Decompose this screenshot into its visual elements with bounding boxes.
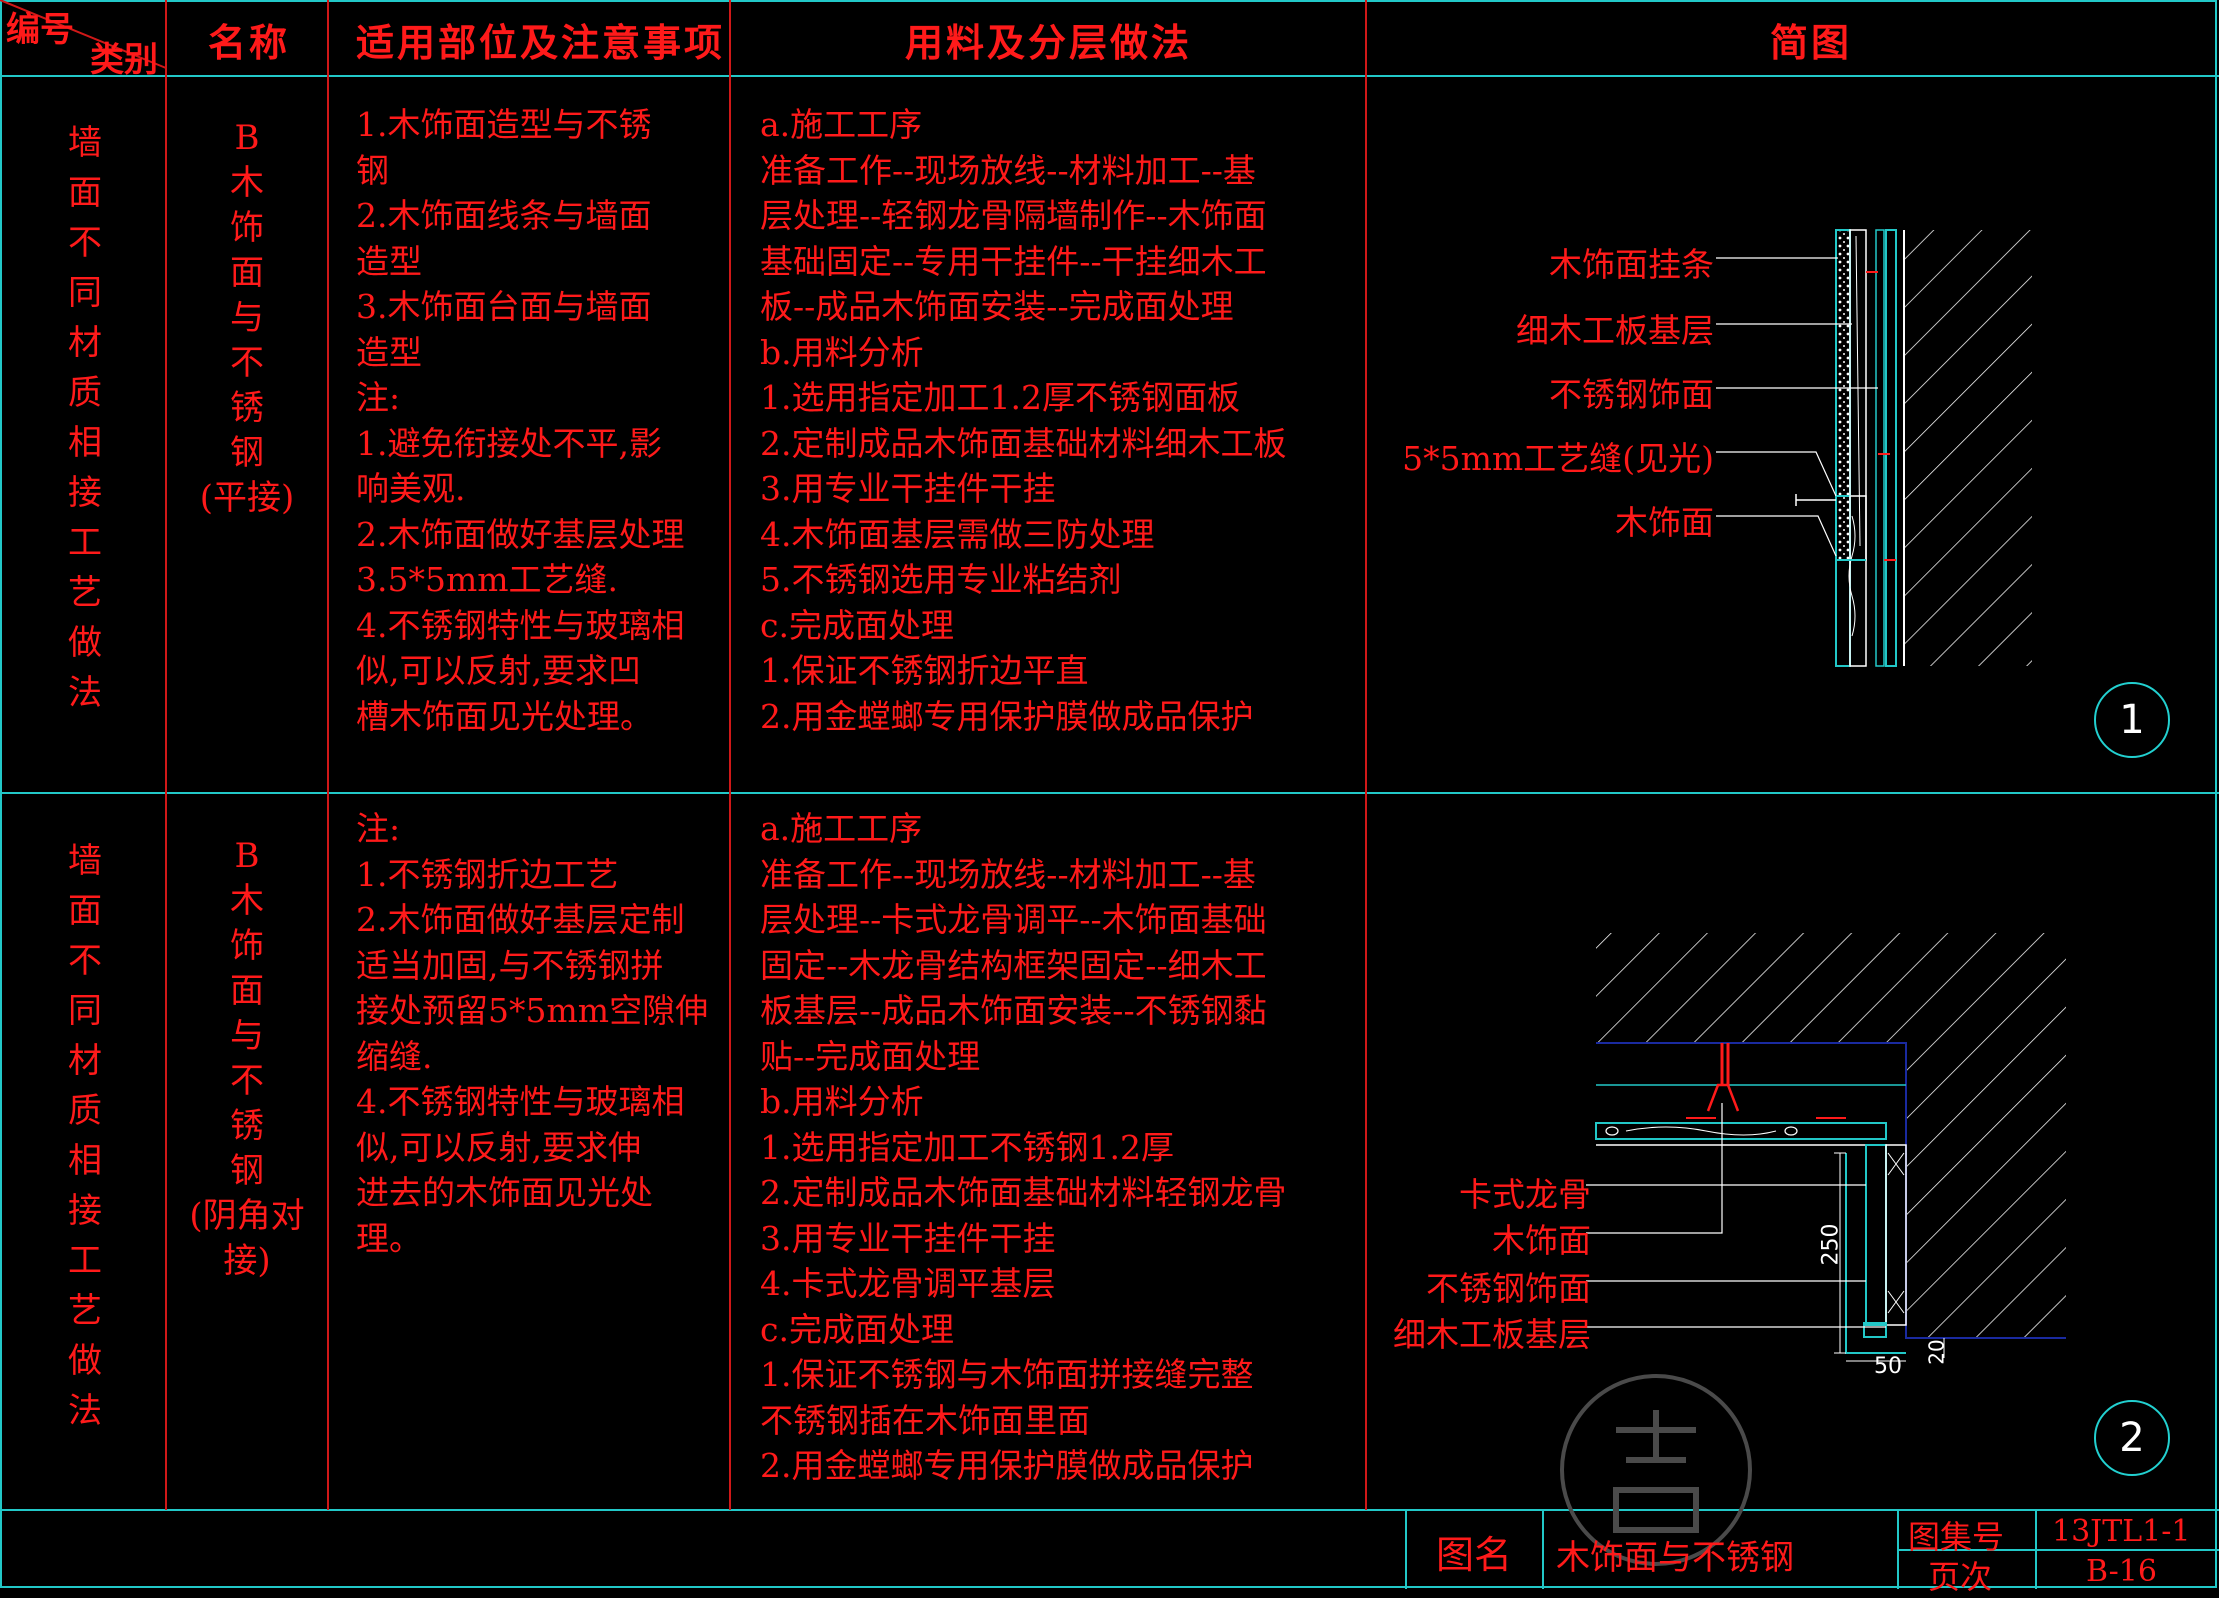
row2-number-badge: 2	[2094, 1400, 2170, 1476]
header-corner-bottom: 类别	[90, 40, 158, 80]
row2-materials: a.施工工序准备工作--现场放线--材料加工--基层处理--卡式龙骨调平--木饰…	[760, 809, 1287, 1485]
title-block-set-label: 图集号	[1908, 1518, 2005, 1556]
row1-callout-5: 木饰面	[1615, 503, 1714, 542]
header-scope: 适用部位及注意事项	[356, 20, 726, 65]
header-corner-top: 编号	[6, 10, 74, 50]
row2-corner-drawing	[1586, 933, 2066, 1362]
row2-dim-50: 50	[1874, 1354, 1902, 1379]
title-block-page-value: B-16	[2086, 1554, 2157, 1589]
row1-callout-1: 木饰面挂条	[1549, 245, 1714, 284]
row1-section-drawing	[1716, 229, 2032, 667]
row1-category: 墙面不同材质相接工艺做法	[68, 123, 102, 713]
row1-callout-2: 细木工板基层	[1516, 311, 1714, 350]
title-block-title: 木饰面与不锈钢	[1556, 1538, 1794, 1578]
title-block-page-label: 页次	[1928, 1558, 1993, 1596]
row1-callout-4: 5*5mm工艺缝(见光)	[1402, 439, 1714, 478]
row2-category: 墙面不同材质相接工艺做法	[68, 841, 102, 1431]
title-block-set-value: 13JTL1-1	[2052, 1514, 2191, 1549]
row2-callout-2: 木饰面	[1492, 1221, 1591, 1260]
watermark-logo-icon	[1560, 1374, 1752, 1566]
row1-materials: a.施工工序准备工作--现场放线--材料加工--基层处理--轻钢龙骨隔墙制作--…	[760, 105, 1287, 736]
header-name: 名称	[208, 20, 291, 65]
row2-dim-250: 250	[1818, 1223, 1844, 1266]
row2-callout-3: 不锈钢饰面	[1426, 1269, 1591, 1308]
row1-number-badge: 1	[2094, 682, 2170, 758]
row1-callout-3: 不锈钢饰面	[1549, 375, 1714, 414]
row2-callout-1: 卡式龙骨	[1459, 1175, 1591, 1214]
header-diagram: 简图	[1770, 20, 1853, 65]
row2-dim-20: 20	[1924, 1339, 1949, 1365]
row2-callout-4: 细木工板基层	[1393, 1315, 1591, 1354]
title-block-label: 图名	[1436, 1533, 1513, 1577]
header-materials: 用料及分层做法	[905, 20, 1193, 65]
